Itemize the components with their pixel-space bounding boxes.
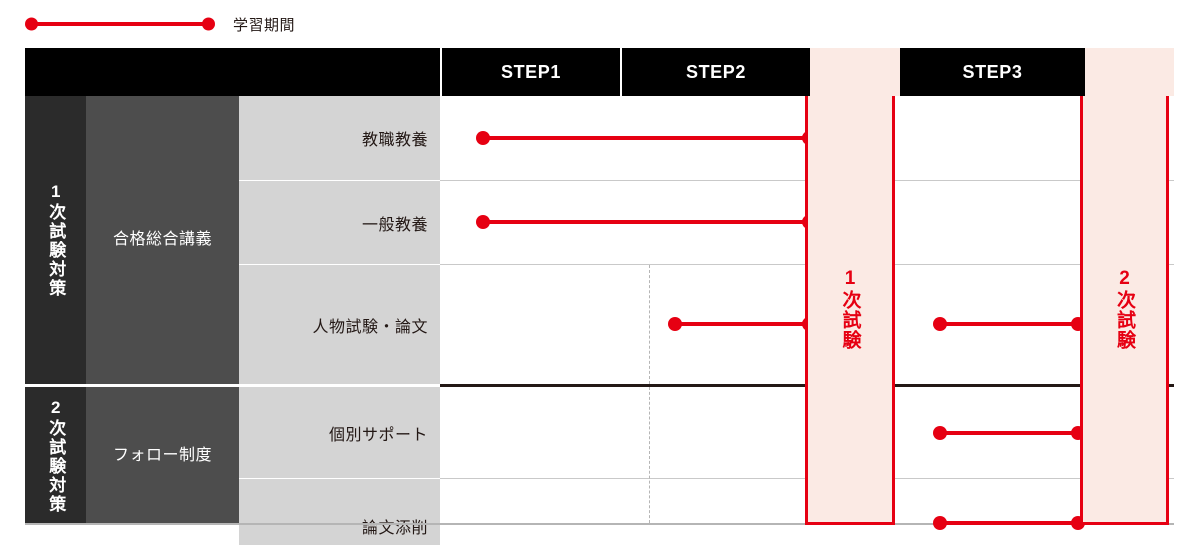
bar-line bbox=[938, 431, 1080, 435]
bar-line bbox=[481, 136, 811, 140]
exam-column-first: 1次試験 bbox=[805, 96, 895, 525]
header-step2: STEP2 bbox=[620, 48, 810, 96]
row-label-kyoshoku: 教職教養 bbox=[239, 96, 440, 180]
bar-dot-start-icon bbox=[668, 317, 682, 331]
bar-jinbutsu-step3 bbox=[933, 317, 1085, 331]
course-line-4: 制度 bbox=[179, 447, 213, 465]
bar-kyoshoku-step1-step2 bbox=[476, 131, 816, 145]
header-exam1-spacer bbox=[810, 48, 900, 96]
bar-line bbox=[938, 521, 1080, 525]
course-column: 合格 総合講義 フォロー 制度 bbox=[86, 96, 239, 525]
legend-bar-icon bbox=[31, 22, 209, 26]
legend-marker-icon bbox=[25, 15, 215, 33]
bar-jinbutsu-step2 bbox=[668, 317, 816, 331]
table-header-row: STEP1 STEP2 STEP3 bbox=[25, 48, 1174, 96]
section-column: 1次試験対策 2次試験対策 bbox=[25, 96, 86, 525]
table-body: 1次試験対策 2次試験対策 合格 総合講義 フォロー 制度 教職教養 一般教養 … bbox=[25, 96, 1174, 545]
bar-ronbun-step3 bbox=[933, 516, 1085, 530]
course-cell-comprehensive: 合格 総合講義 bbox=[86, 96, 239, 384]
bar-dot-start-icon bbox=[933, 426, 947, 440]
course-line-3: フォロー bbox=[112, 447, 179, 465]
step-divider-upper bbox=[649, 265, 650, 384]
row-label-ronbun: 論文添削 bbox=[239, 479, 440, 545]
bar-dot-start-icon bbox=[476, 131, 490, 145]
legend-label: 学習期間 bbox=[233, 16, 296, 34]
schedule-table: STEP1 STEP2 STEP3 1次試験対策 2次試験対策 合格 総合講義 … bbox=[25, 48, 1174, 545]
course-line-1: 合格 bbox=[112, 231, 146, 249]
bar-line bbox=[673, 322, 811, 326]
bar-dot-start-icon bbox=[933, 516, 947, 530]
header-step1: STEP1 bbox=[440, 48, 620, 96]
step-divider-lower bbox=[649, 387, 650, 523]
bar-kobetsu-step3 bbox=[933, 426, 1085, 440]
section-cell-first-exam: 1次試験対策 bbox=[25, 96, 86, 384]
row-label-column: 教職教養 一般教養 人物試験・論文 個別サポート 論文添削 bbox=[239, 96, 440, 545]
bar-line bbox=[481, 220, 811, 224]
bar-dot-start-icon bbox=[933, 317, 947, 331]
row-label-jinbutsu: 人物試験・論文 bbox=[239, 265, 440, 384]
course-line-2: 総合講義 bbox=[146, 231, 213, 249]
legend: 学習期間 bbox=[25, 12, 295, 36]
bar-ippan-step1-step2 bbox=[476, 215, 816, 229]
bar-line bbox=[938, 322, 1080, 326]
legend-dot-end-icon bbox=[202, 17, 215, 31]
header-exam2-spacer bbox=[1085, 48, 1174, 96]
legend-dot-start-icon bbox=[25, 17, 38, 31]
section-cell-second-exam: 2次試験対策 bbox=[25, 387, 86, 525]
row-label-kobetsu: 個別サポート bbox=[239, 387, 440, 478]
row-label-ippan: 一般教養 bbox=[239, 181, 440, 264]
table-bottom-border bbox=[25, 523, 1174, 525]
header-step3: STEP3 bbox=[900, 48, 1085, 96]
header-blank-cell bbox=[25, 48, 440, 96]
exam-column-second: 2次試験 bbox=[1080, 96, 1169, 525]
bar-dot-start-icon bbox=[476, 215, 490, 229]
course-cell-follow: フォロー 制度 bbox=[86, 387, 239, 525]
